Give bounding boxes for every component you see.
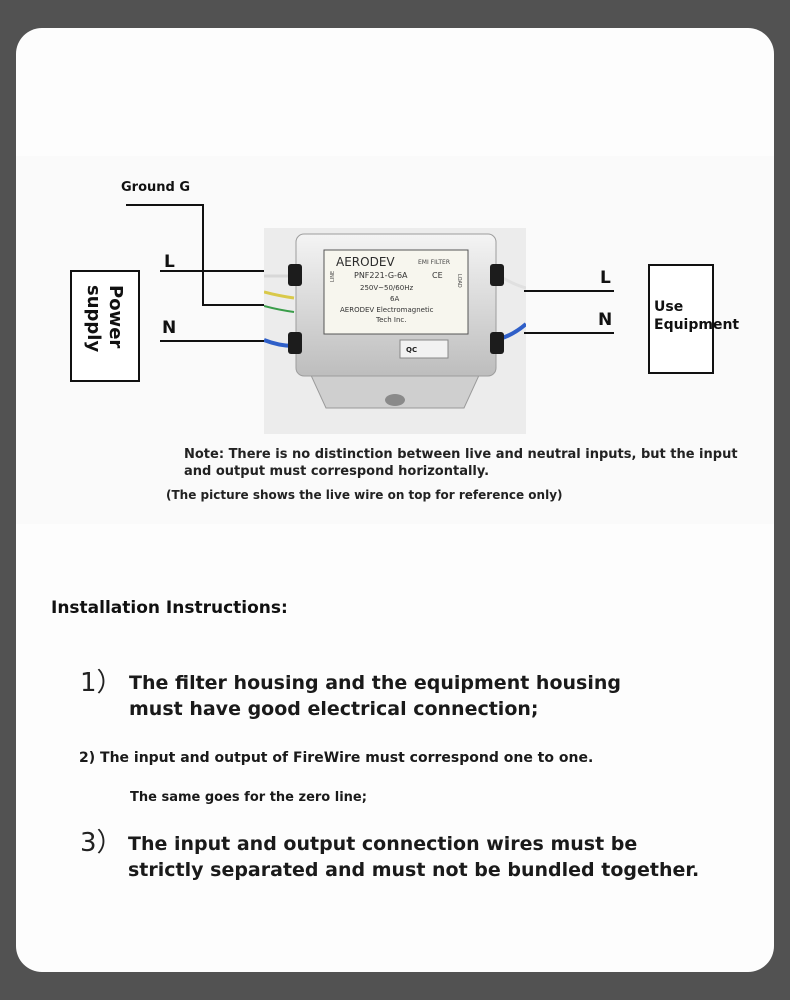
emi-filter-illustration: AERODEV EMI FILTER PNF221-G-6A CE 250V~5… <box>263 233 528 409</box>
ground-wire-vertical <box>202 204 204 306</box>
item-2-sub: The same goes for the zero line; <box>130 790 367 805</box>
emi-filter-photo: AERODEV EMI FILTER PNF221-G-6A CE 250V~5… <box>263 228 528 434</box>
ground-label: Ground G <box>121 180 191 195</box>
input-n-wire <box>160 340 264 342</box>
filter-current: 6A <box>390 295 399 303</box>
output-n-label: N <box>598 310 613 330</box>
instructions-heading: Installation Instructions: <box>51 598 288 618</box>
input-l-label: L <box>164 252 175 272</box>
item-2-text: 2) The input and output of FireWire must… <box>79 750 594 766</box>
use-equipment-label: Use Equipment <box>654 299 740 333</box>
filter-rating: 250V~50/60Hz <box>360 284 413 292</box>
power-supply-label: Power supply <box>83 285 126 353</box>
ground-wire-top <box>126 204 204 206</box>
filter-type: EMI FILTER <box>418 259 450 266</box>
filter-qc: QC <box>406 346 417 354</box>
input-l-wire <box>160 270 264 272</box>
filter-ce: CE <box>432 271 443 280</box>
item-1-text: The filter housing and the equipment hou… <box>129 672 621 720</box>
wiring-note-sub: (The picture shows the live wire on top … <box>166 488 563 502</box>
power-supply-box <box>70 270 140 382</box>
wiring-diagram: Ground G L N Power supply <box>16 156 774 524</box>
output-l-label: L <box>600 268 611 288</box>
input-n-label: N <box>162 318 177 338</box>
item-3-text: The input and output connection wires mu… <box>128 833 700 881</box>
ground-wire-bottom <box>202 304 266 306</box>
output-n-wire <box>524 332 614 334</box>
item-1-number: 1） <box>80 668 123 698</box>
use-equipment-box <box>648 264 714 374</box>
filter-line-marker: LINE <box>330 271 336 282</box>
filter-company-1: AERODEV Electromagnetic <box>340 306 434 314</box>
filter-brand: AERODEV <box>336 255 395 269</box>
wiring-note: Note: There is no distinction between li… <box>184 447 738 479</box>
filter-company-2: Tech Inc. <box>375 316 406 324</box>
output-l-wire <box>524 290 614 292</box>
product-card: Ground G L N Power supply <box>16 28 774 972</box>
item-3-number: 3） <box>80 828 123 858</box>
filter-model: PNF221-G-6A <box>354 271 408 280</box>
filter-load-marker: LOAD <box>456 274 462 288</box>
